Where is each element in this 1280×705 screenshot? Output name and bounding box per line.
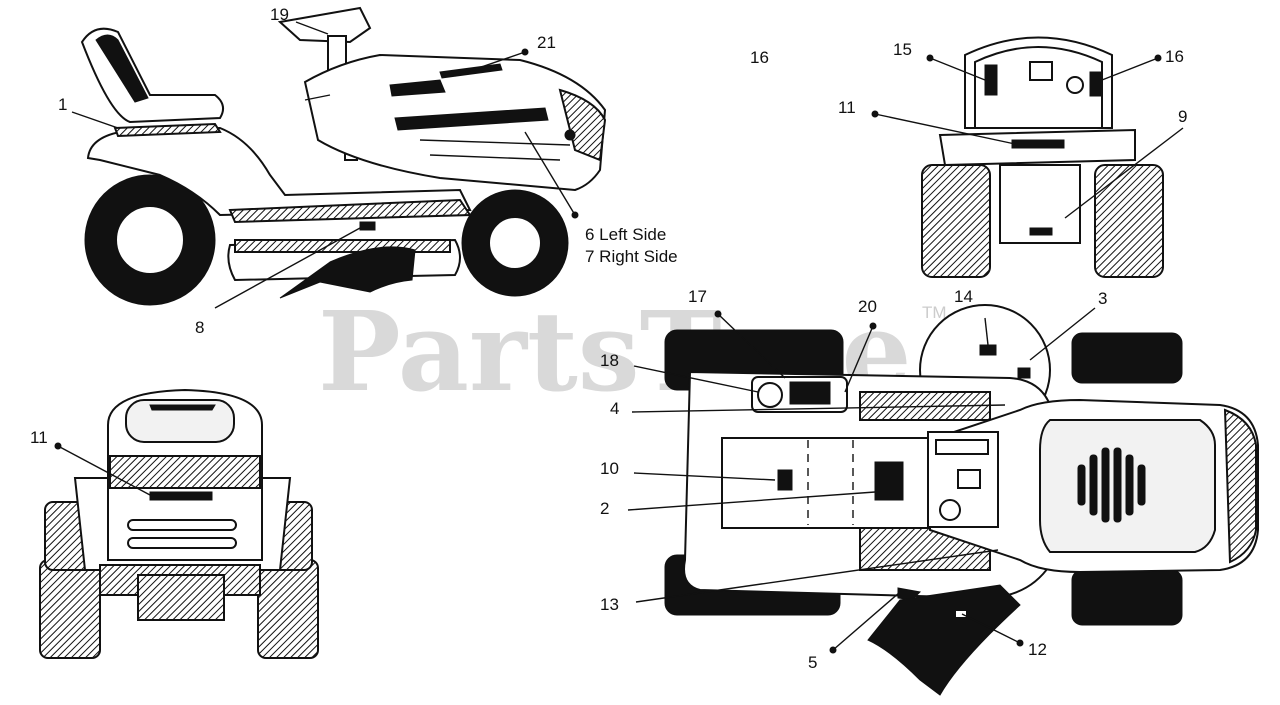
- callout-9: 9: [1178, 107, 1187, 126]
- callout-6: 6 Left Side: [585, 225, 666, 244]
- top-view-tractor: [664, 304, 1259, 696]
- callout-19: 19: [270, 5, 289, 24]
- hood-grille: [1077, 447, 1146, 523]
- callout-10: 10: [600, 459, 619, 478]
- callout-16-top: 16: [750, 48, 769, 67]
- side-view-tractor: [80, 6, 607, 306]
- watermark-trademark: TM: [922, 303, 947, 322]
- callout-14: 14: [954, 287, 973, 306]
- callout-17: 17: [688, 287, 707, 306]
- callout-20: 20: [858, 297, 877, 316]
- front-view-tractor: [39, 388, 319, 659]
- callout-13: 13: [600, 595, 619, 614]
- side-view-callouts: 1 19 21 6 Left Side 7 Right Side 8: [58, 5, 678, 337]
- top-view-callouts: 17 20 14 3 18 4 10 2 13 5 12: [600, 287, 1107, 672]
- callout-4: 4: [610, 399, 619, 418]
- callout-11-rear: 11: [838, 98, 856, 117]
- callout-8: 8: [195, 318, 204, 337]
- callout-12: 12: [1028, 640, 1047, 659]
- callout-21: 21: [537, 33, 556, 52]
- callout-11-front: 11: [30, 428, 48, 447]
- callout-16: 16: [1165, 47, 1184, 66]
- callout-5: 5: [808, 653, 817, 672]
- front-view-callouts: 11: [30, 428, 151, 496]
- callout-2: 2: [600, 499, 609, 518]
- callout-18: 18: [600, 351, 619, 370]
- callout-3: 3: [1098, 289, 1107, 308]
- callout-1: 1: [58, 95, 67, 114]
- rear-view-callouts: 16 15 16 11 9: [750, 40, 1187, 219]
- callout-7: 7 Right Side: [585, 247, 678, 266]
- rear-view-tractor: [921, 36, 1164, 278]
- callout-15: 15: [893, 40, 912, 59]
